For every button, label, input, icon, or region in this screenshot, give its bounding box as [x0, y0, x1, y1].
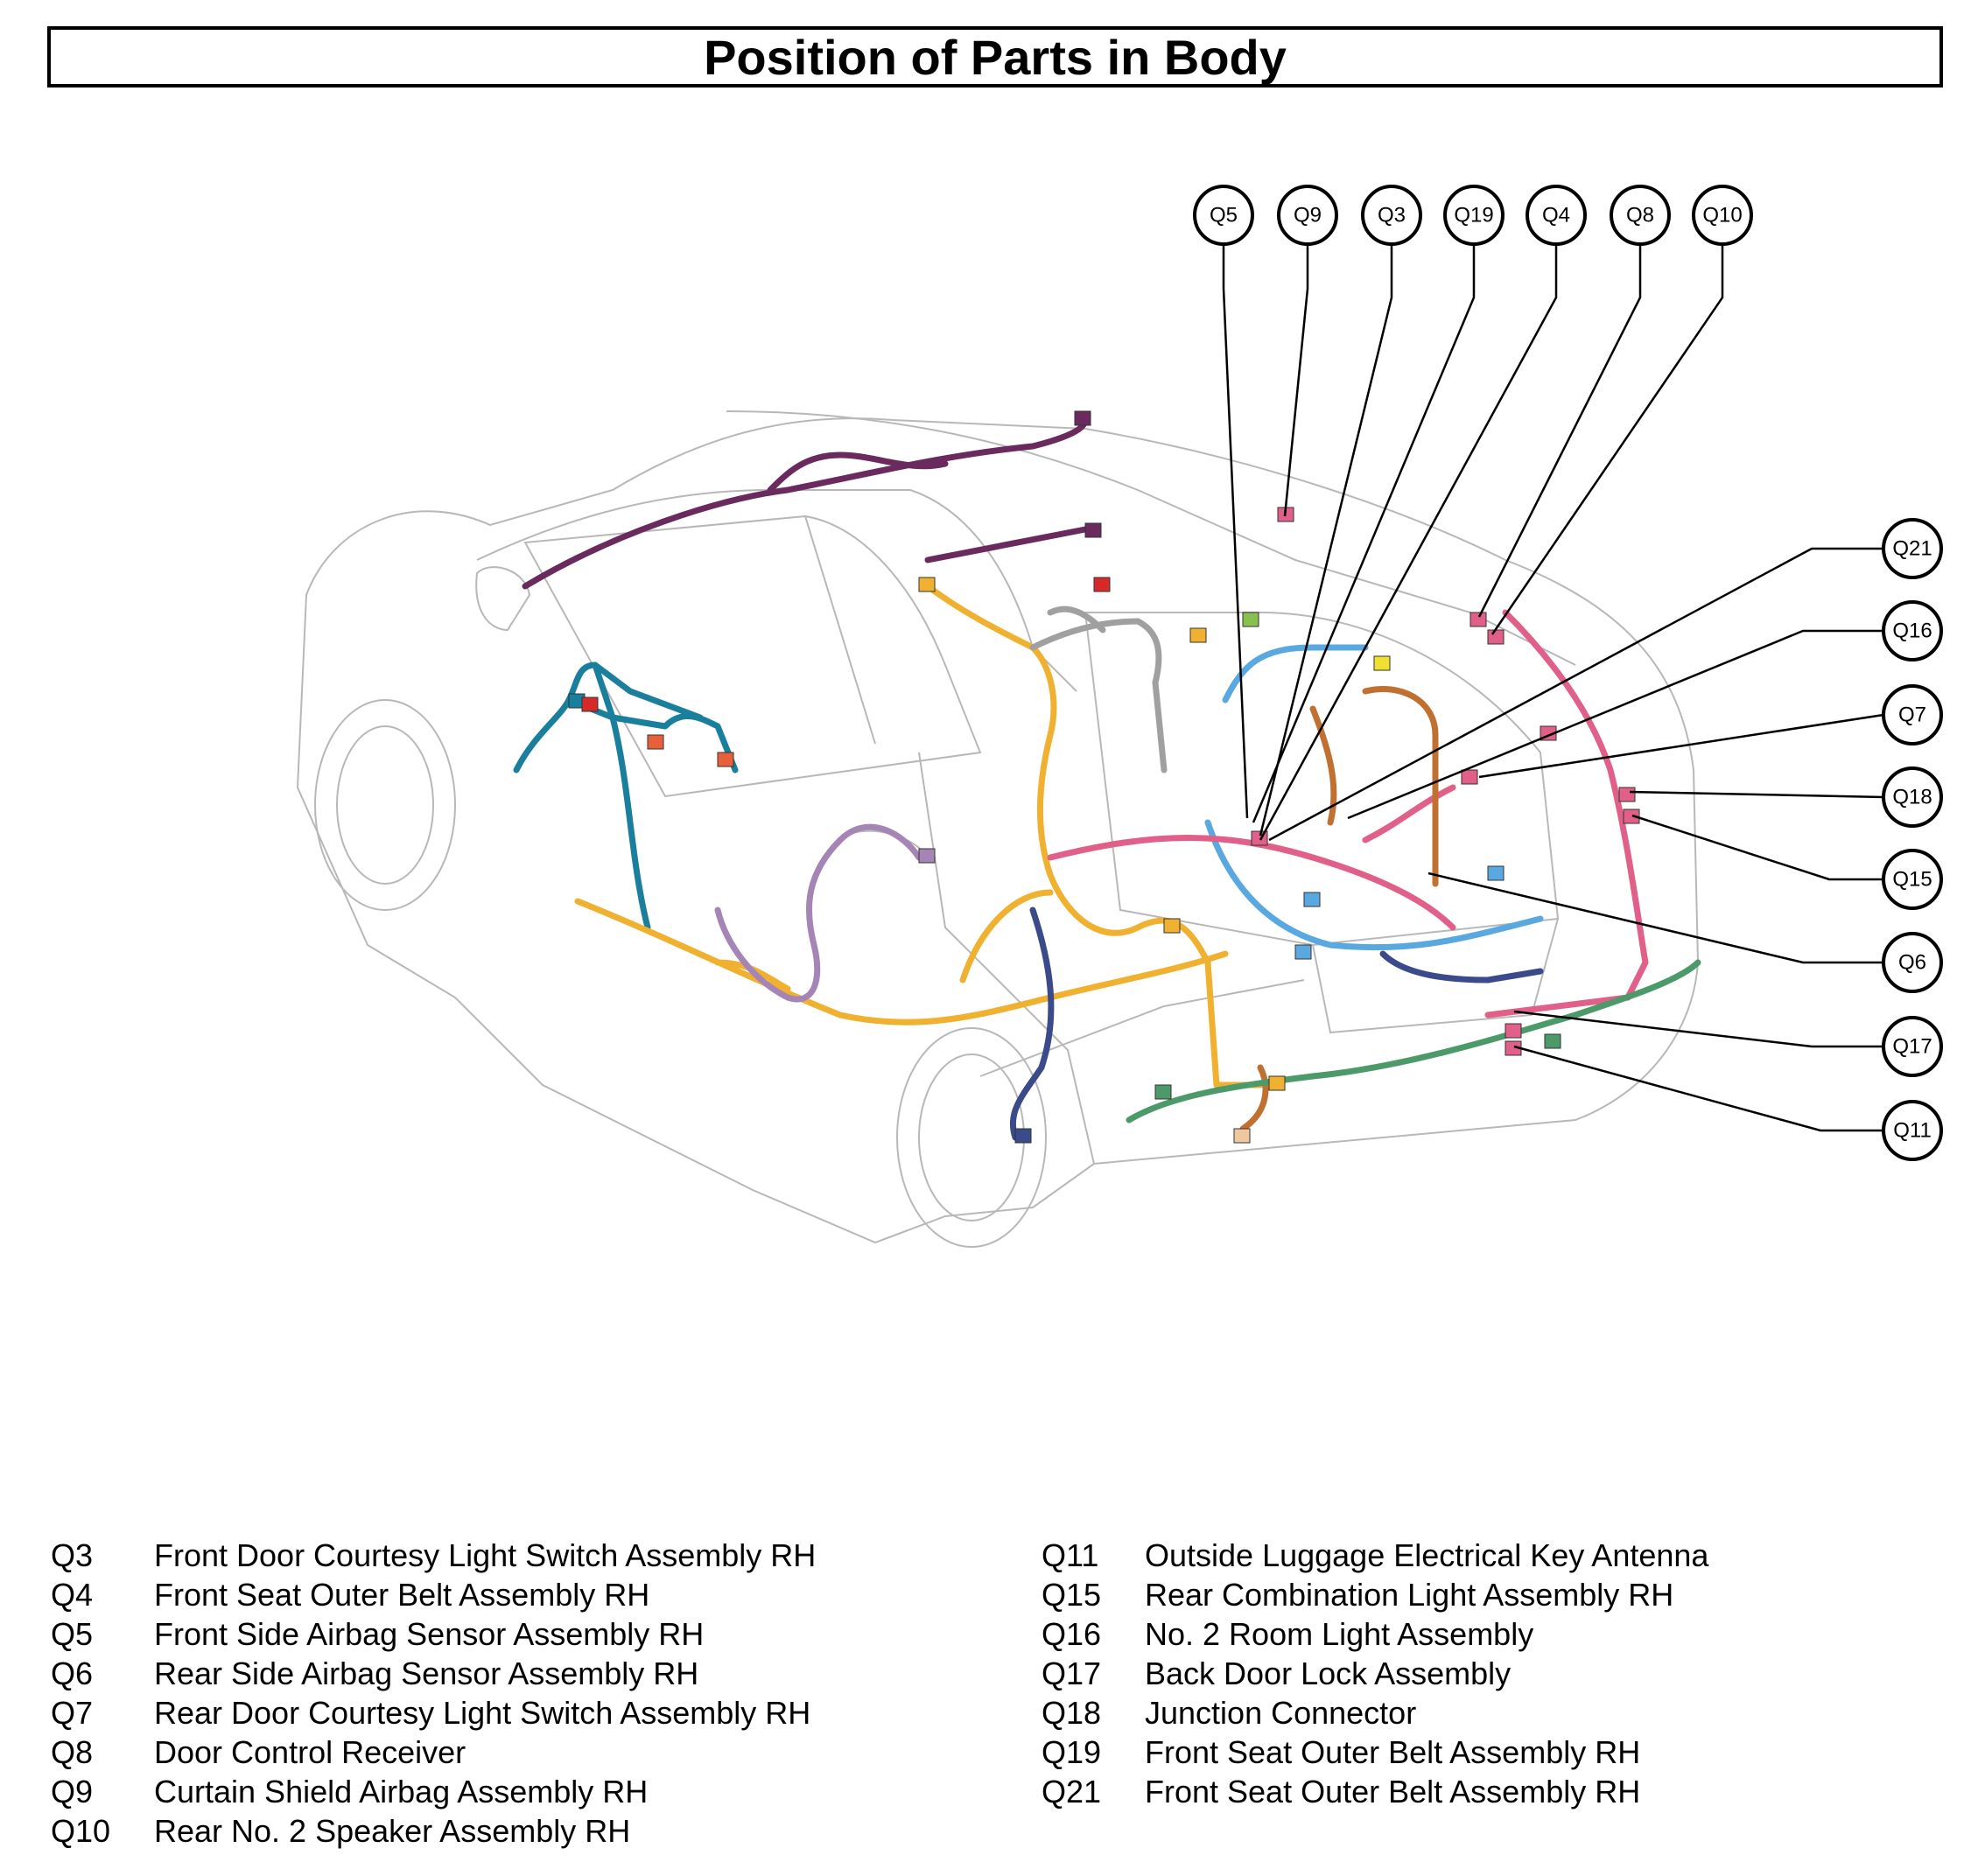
callout-q10: Q10	[1692, 185, 1753, 246]
svg-text:Q17: Q17	[1892, 1035, 1932, 1059]
svg-text:Q7: Q7	[1898, 704, 1926, 727]
callout-q9: Q9	[1277, 185, 1338, 246]
harness-floor-orange	[574, 583, 1264, 1088]
svg-text:Q18: Q18	[1892, 786, 1932, 809]
legend-code: Q3	[51, 1537, 94, 1573]
harness-gray	[1029, 606, 1168, 774]
callout-q6: Q6	[1882, 932, 1943, 993]
legend-right: Q11 Outside Luggage Electrical Key Antenn…	[1042, 1536, 1708, 1811]
callout-q21: Q21	[1882, 518, 1943, 579]
legend-code: Q10	[51, 1813, 111, 1849]
legend-row: Q15 Rear Combination Light Assembly RH	[1042, 1575, 1708, 1614]
harness-navy	[1009, 906, 1544, 1141]
legend-desc: Rear Combination Light Assembly RH	[1145, 1577, 1674, 1613]
legend-desc: Door Control Receiver	[154, 1734, 466, 1770]
callout-q8: Q8	[1610, 185, 1671, 246]
svg-text:Q15: Q15	[1892, 868, 1932, 892]
callout-q18: Q18	[1882, 766, 1943, 828]
legend-row: Q11 Outside Luggage Electrical Key Antenn…	[1042, 1536, 1708, 1575]
car-body-outline	[296, 410, 1700, 1248]
legend-desc: Back Door Lock Assembly	[1145, 1656, 1512, 1691]
harness-brown	[1239, 685, 1439, 1132]
legend-desc: Outside Luggage Electrical Key Antenna	[1145, 1537, 1709, 1573]
legend-code: Q8	[51, 1734, 94, 1770]
callout-q3: Q3	[1361, 185, 1422, 246]
svg-text:Q11: Q11	[1893, 1119, 1932, 1143]
svg-text:Q9: Q9	[1294, 204, 1322, 228]
legend-code: Q11	[1042, 1537, 1099, 1573]
legend-desc: Front Seat Outer Belt Assembly RH	[154, 1577, 650, 1613]
legend-row: Q21 Front Seat Outer Belt Assembly RH	[1042, 1772, 1708, 1811]
legend-desc: No. 2 Room Light Assembly	[1145, 1616, 1534, 1652]
leader-lines	[1222, 243, 1884, 1132]
svg-text:Q19: Q19	[1454, 204, 1493, 228]
legend-row: Q17 Back Door Lock Assembly	[1042, 1654, 1708, 1693]
callout-q19: Q19	[1443, 185, 1505, 246]
svg-text:Q6: Q6	[1898, 951, 1926, 975]
legend-row: Q18 Junction Connector	[1042, 1693, 1708, 1732]
legend-code: Q17	[1042, 1656, 1102, 1691]
legend-code: Q15	[1042, 1577, 1102, 1613]
harness-green	[1126, 959, 1701, 1124]
callout-q17: Q17	[1882, 1016, 1943, 1077]
harness-roof-purple	[522, 416, 1089, 590]
callouts-right: Q21 Q16 Q7 Q18 Q15 Q6 Q17 Q11	[1882, 518, 1943, 1161]
svg-text:Q10: Q10	[1702, 204, 1742, 228]
legend-code: Q16	[1042, 1616, 1102, 1652]
wire-harnesses	[513, 416, 1701, 1141]
legend-row: Q4 Front Seat Outer Belt Assembly RH	[51, 1575, 816, 1614]
legend-left: Q3 Front Door Courtesy Light Switch Assem…	[51, 1536, 816, 1851]
legend-row: Q6 Rear Side Airbag Sensor Assembly RH	[51, 1654, 816, 1693]
legend-row: Q9 Curtain Shield Airbag Assembly RH	[51, 1772, 816, 1811]
page-title: Position of Parts in Body	[704, 29, 1287, 85]
legend-code: Q6	[51, 1656, 94, 1691]
legend-code: Q4	[51, 1577, 94, 1613]
callout-q15: Q15	[1882, 849, 1943, 910]
page-title-box: Position of Parts in Body	[47, 26, 1943, 88]
callouts-top: Q5 Q9 Q3 Q19 Q4 Q8 Q10	[1193, 185, 1753, 246]
callout-q4: Q4	[1526, 185, 1587, 246]
legend-desc: Junction Connector	[1145, 1695, 1417, 1731]
legend-desc: Front Seat Outer Belt Assembly RH	[1145, 1774, 1641, 1810]
legend-desc: Front Side Airbag Sensor Assembly RH	[154, 1616, 705, 1652]
svg-text:Q8: Q8	[1626, 204, 1654, 228]
legend-row: Q10 Rear No. 2 Speaker Assembly RH	[51, 1811, 816, 1851]
harness-lavender	[714, 823, 922, 1003]
svg-text:Q16: Q16	[1892, 620, 1932, 643]
svg-text:Q21: Q21	[1892, 537, 1932, 561]
legend-row: Q16 No. 2 Room Light Assembly	[1042, 1614, 1708, 1654]
legend-desc: Front Door Courtesy Light Switch Assembl…	[154, 1537, 817, 1573]
harness-door-teal	[513, 662, 739, 931]
legend-code: Q21	[1042, 1774, 1102, 1810]
legend-code: Q9	[51, 1774, 94, 1810]
callout-q7: Q7	[1882, 684, 1943, 746]
svg-text:Q3: Q3	[1378, 204, 1406, 228]
legend-row: Q3 Front Door Courtesy Light Switch Assem…	[51, 1536, 816, 1575]
callout-q5: Q5	[1193, 185, 1254, 246]
svg-text:Q5: Q5	[1210, 204, 1238, 228]
legend-row: Q8 Door Control Receiver	[51, 1732, 816, 1772]
legend-row: Q5 Front Side Airbag Sensor Assembly RH	[51, 1614, 816, 1654]
legend-desc: Front Seat Outer Belt Assembly RH	[1145, 1734, 1641, 1770]
legend-desc: Rear No. 2 Speaker Assembly RH	[154, 1813, 631, 1849]
legend-row: Q19 Front Seat Outer Belt Assembly RH	[1042, 1732, 1708, 1772]
svg-text:Q4: Q4	[1542, 204, 1570, 228]
legend-code: Q18	[1042, 1695, 1102, 1731]
legend-code: Q5	[51, 1616, 94, 1652]
legend-code: Q19	[1042, 1734, 1102, 1770]
callout-q16: Q16	[1882, 600, 1943, 662]
legend-desc: Rear Side Airbag Sensor Assembly RH	[154, 1656, 699, 1691]
legend-desc: Curtain Shield Airbag Assembly RH	[154, 1774, 649, 1810]
legend-row: Q7 Rear Door Courtesy Light Switch Assemb…	[51, 1693, 816, 1732]
legend-code: Q7	[51, 1695, 94, 1731]
harness-pink	[1047, 609, 1649, 1018]
callout-q11: Q11	[1882, 1100, 1943, 1161]
legend-desc: Rear Door Courtesy Light Switch Assembly…	[154, 1695, 811, 1731]
